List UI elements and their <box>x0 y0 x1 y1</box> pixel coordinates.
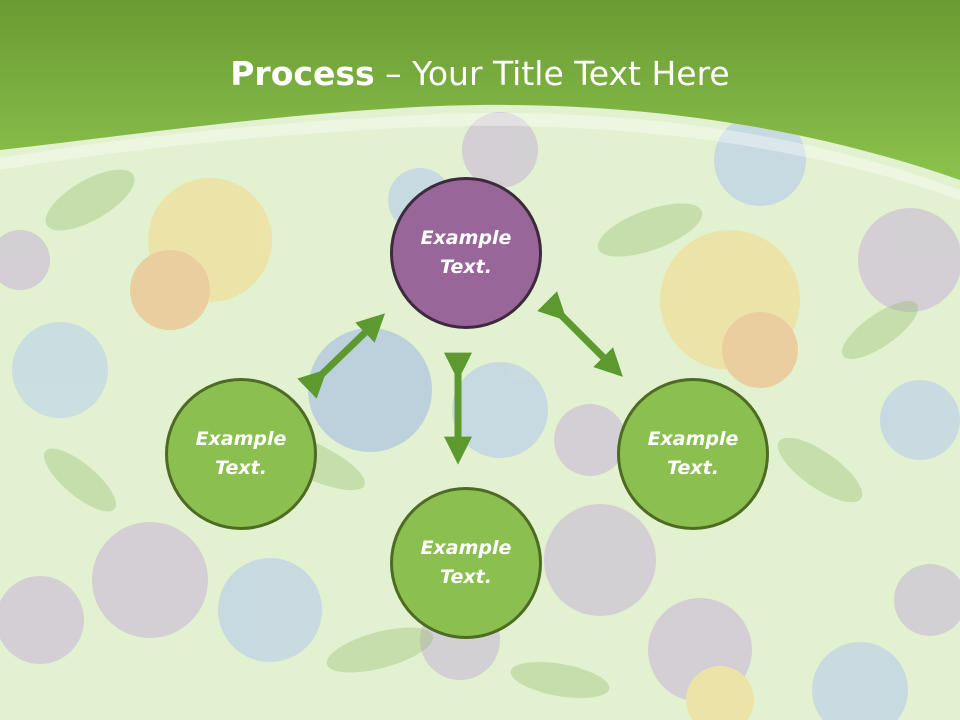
node-bottom: Example Text. <box>390 487 542 639</box>
node-left: Example Text. <box>165 378 317 530</box>
node-left-label: Example Text. <box>195 428 287 479</box>
arrow-right-top <box>537 291 623 377</box>
page-title: Process – Your Title Text Here <box>0 50 960 98</box>
node-top-label: Example Text. <box>420 227 512 278</box>
node-bottom-label: Example Text. <box>420 537 512 588</box>
node-top: Example Text. <box>390 177 542 329</box>
node-right-label: Example Text. <box>647 428 739 479</box>
title-rest: – Your Title Text Here <box>374 54 730 93</box>
arrow-left-top <box>297 313 386 399</box>
title-bold: Process <box>230 54 375 93</box>
node-right: Example Text. <box>617 378 769 530</box>
